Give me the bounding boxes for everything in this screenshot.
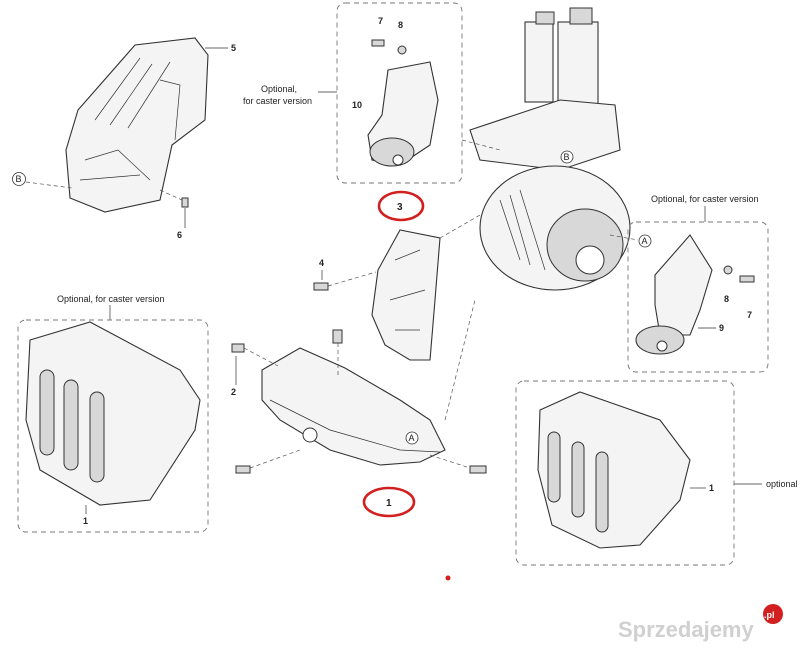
optional-left-label: Optional, for caster version (57, 294, 165, 304)
view-marker-a-right: A (642, 236, 648, 246)
cover-group-right (515, 380, 735, 566)
motor-assembly (469, 7, 631, 291)
highlight-number-1: 1 (386, 498, 392, 509)
part-number-7-top: 7 (378, 16, 383, 26)
part-number-1-right: 1 (709, 483, 714, 493)
cover-group-left (17, 319, 209, 533)
view-marker-b-left: B (16, 174, 22, 184)
optional-label: optional (766, 479, 798, 489)
watermark-badge: .pl (764, 610, 775, 620)
part-number-4: 4 (319, 258, 324, 268)
part-number-7-right: 7 (747, 310, 752, 320)
cover-part-5 (65, 37, 209, 213)
highlight-number-3: 3 (397, 202, 403, 213)
part-number-2: 2 (231, 387, 236, 397)
watermark-text: Sprzedajemy (618, 617, 754, 642)
watermark: Sprzedajemy .pl (618, 604, 783, 642)
optional-top-line2: for caster version (243, 96, 312, 106)
highlight-circle-3 (377, 190, 425, 222)
part-number-8-right: 8 (724, 294, 729, 304)
part-number-10: 10 (352, 100, 362, 110)
part-number-1-left: 1 (83, 516, 88, 526)
view-marker-a-cover: A (409, 433, 415, 443)
caster-group-top (336, 2, 463, 184)
part-number-6: 6 (177, 230, 182, 240)
optional-right-label: Optional, for caster version (651, 194, 759, 204)
view-marker-b-motor: B (564, 152, 570, 162)
optional-top-line1: Optional, (261, 84, 297, 94)
part-number-5: 5 (231, 43, 236, 53)
highlight-circle-1 (362, 486, 416, 518)
part-number-9: 9 (719, 323, 724, 333)
part-number-8-top: 8 (398, 20, 403, 30)
caster-group-right (627, 221, 769, 373)
